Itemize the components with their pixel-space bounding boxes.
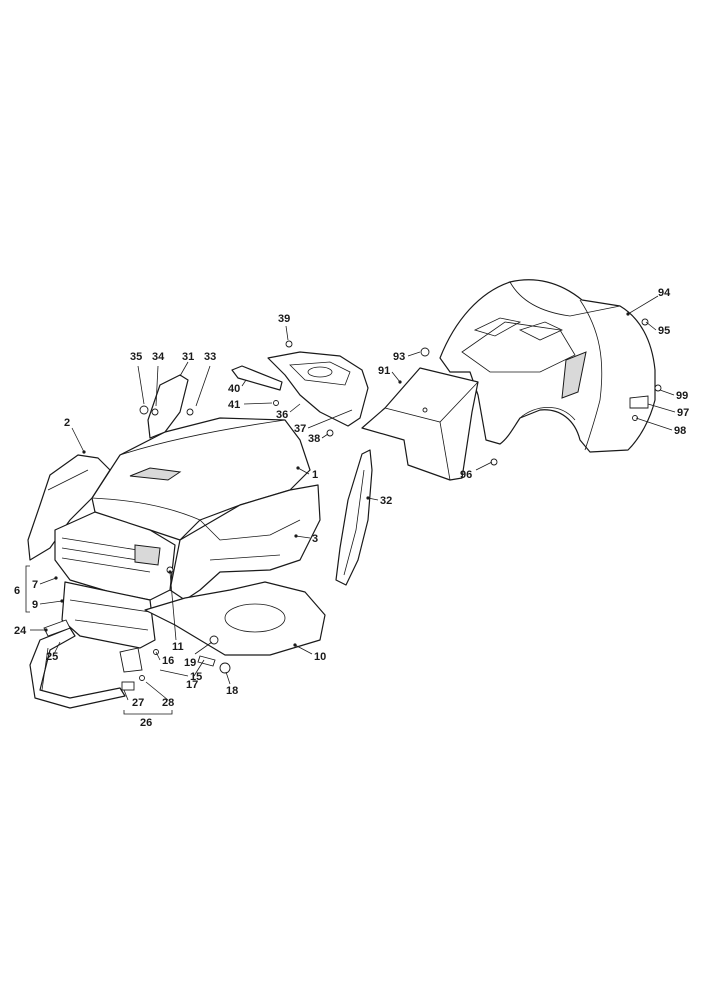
- callout-26: 26: [140, 717, 152, 729]
- callout-2: 2: [64, 417, 70, 429]
- callout-41: 41: [228, 399, 240, 411]
- callout-24: 24: [14, 625, 27, 637]
- front-bumper: [29, 627, 135, 709]
- leader-lines: [25, 295, 676, 715]
- callout-31: 31: [182, 351, 194, 363]
- callout-18: 18: [226, 685, 238, 697]
- rear-fender: [439, 279, 656, 453]
- callout-37: 37: [294, 423, 306, 435]
- callout-32: 32: [380, 495, 392, 507]
- seat-support-cover: [267, 351, 369, 427]
- side-strip: [335, 449, 373, 586]
- callout-94: 94: [658, 287, 671, 299]
- callout-15: 15: [190, 671, 202, 683]
- callout-17: 17: [186, 679, 198, 691]
- callout-40: 40: [228, 383, 240, 395]
- callout-19: 19: [184, 657, 196, 669]
- lower-front-panel: [61, 581, 156, 649]
- fasteners: [43, 318, 662, 681]
- callout-34: 34: [152, 351, 165, 363]
- callout-36: 36: [276, 409, 288, 421]
- callout-1: 1: [312, 469, 318, 481]
- callout-16: 16: [162, 655, 174, 667]
- callout-38: 38: [308, 433, 320, 445]
- callout-91: 91: [378, 365, 390, 377]
- callout-labels: 1 2 3 6 7 9 10 11 15 16 17 18 19 24 25 2…: [14, 287, 689, 729]
- rear-mudflap: [361, 367, 479, 481]
- callout-3: 3: [312, 533, 318, 545]
- callout-7: 7: [32, 579, 38, 591]
- callout-28: 28: [162, 697, 174, 709]
- callout-95: 95: [658, 325, 670, 337]
- callout-93: 93: [393, 351, 405, 363]
- callout-35: 35: [130, 351, 142, 363]
- callout-9: 9: [32, 599, 38, 611]
- left-side-panel: [27, 454, 111, 561]
- callout-6: 6: [14, 585, 20, 597]
- callout-27: 27: [132, 697, 144, 709]
- callout-10: 10: [314, 651, 326, 663]
- callout-33: 33: [204, 351, 216, 363]
- front-grille: [54, 511, 176, 601]
- support-bracket: [147, 374, 189, 439]
- callout-96: 96: [460, 469, 472, 481]
- callout-39: 39: [278, 313, 290, 325]
- callout-11: 11: [172, 641, 184, 653]
- callout-97: 97: [677, 407, 689, 419]
- callout-25: 25: [46, 651, 58, 663]
- callout-98: 98: [674, 425, 686, 437]
- callout-99: 99: [676, 390, 688, 402]
- floor-pan: [144, 581, 326, 656]
- trim-strip: [231, 365, 283, 391]
